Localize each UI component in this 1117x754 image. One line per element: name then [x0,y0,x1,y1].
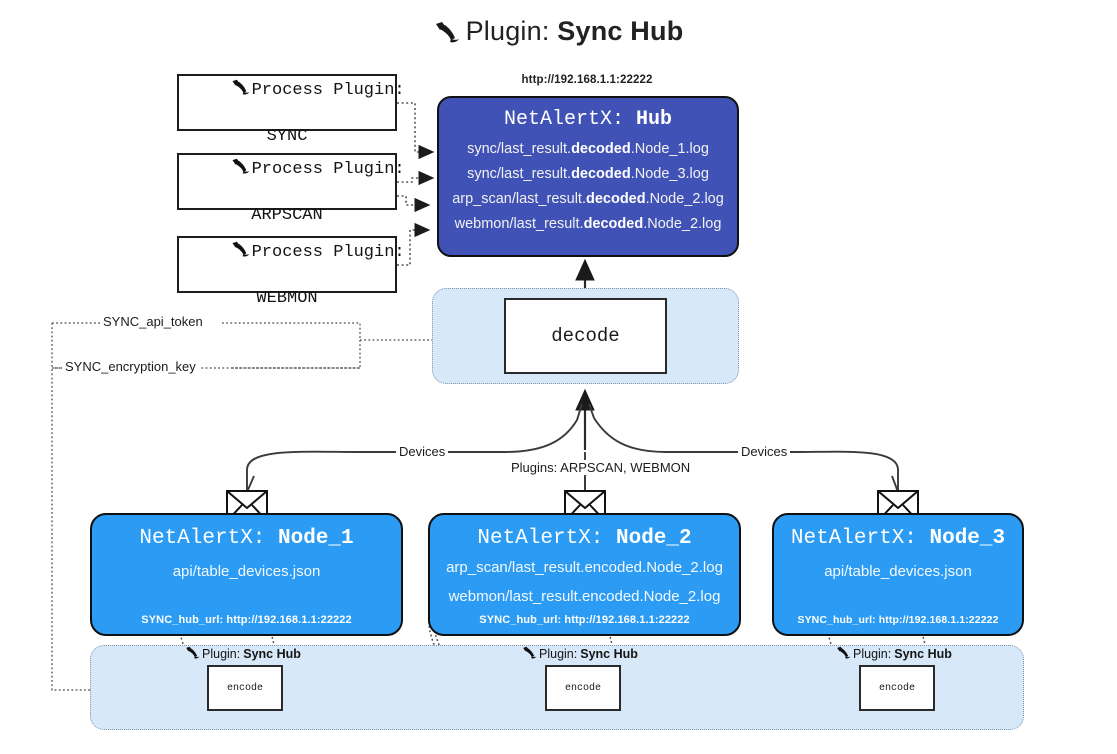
plug-icon [185,646,200,662]
encode-box-1[interactable]: encode [207,665,283,711]
process-plugin-line1: Process Plugin: [169,56,405,127]
decode-box[interactable]: decode [504,298,667,374]
process-plugin-title: Process Plugin: [251,159,405,179]
plug-icon [169,135,249,206]
hub-title: NetAlertX: Hub [504,108,672,131]
process-plugin-name: SYNC [266,127,308,147]
hub-log-line: sync/last_result.decoded.Node_1.log [467,141,709,157]
node-title: NetAlertX: Node_1 [139,527,354,550]
process-plugin-box-arpscan[interactable]: Process Plugin: ARPSCAN [177,153,405,225]
process-plugin-name: WEBMON [256,289,318,309]
plug-icon [836,646,851,662]
node-log-line: api/table_devices.json [824,563,972,580]
encode-label: encode [226,682,263,694]
plug-icon [169,218,249,289]
secret-label-encryption-key: SYNC_encryption_key [62,359,199,374]
process-plugin-box-webmon[interactable]: Process Plugin: WEBMON [177,236,405,308]
hub-title-prefix: NetAlertX: [503,108,636,131]
edge-label-devices-right: Devices [738,444,791,459]
node-log-line: api/table_devices.json [172,563,321,580]
page-title: Plugin: Sync Hub [0,16,1117,50]
node-title: NetAlertX: Node_3 [790,527,1006,550]
edge-label-plugins-center: Plugins: ARPSCAN, WEBMON [508,460,694,475]
process-plugin-line1: Process Plugin: [169,135,405,206]
edge-label-devices-left: Devices [396,444,449,459]
plug-icon [434,19,460,50]
process-plugin-name: ARPSCAN [251,206,323,226]
node-card-node-2[interactable]: NetAlertX: Node_2 arp_scan/last_result.e… [428,513,741,636]
node-card-node-1[interactable]: NetAlertX: Node_1 api/table_devices.json… [90,513,403,636]
secret-label-api-token: SYNC_api_token [100,314,206,329]
plug-icon [522,646,537,662]
process-plugin-box-sync[interactable]: Process Plugin: SYNC [177,74,405,146]
hub-card[interactable]: NetAlertX: Hub sync/last_result.decoded.… [437,96,739,257]
decode-label: decode [551,325,620,347]
hub-log-line: webmon/last_result.decoded.Node_2.log [454,215,722,232]
hub-log-line: arp_scan/last_result.decoded.Node_2.log [452,190,724,207]
node-hub-url: SYNC_hub_url: http://192.168.1.1:22222 [141,614,352,626]
encoder-plugin-label-1: Plugin: Sync Hub [185,646,301,662]
encode-box-2[interactable]: encode [545,665,621,711]
encoder-plugin-label-3: Plugin: Sync Hub [836,646,952,662]
process-plugin-title: Process Plugin: [251,242,405,262]
node-title: NetAlertX: Node_2 [477,527,692,550]
page-title-prefix: Plugin: [465,16,558,46]
hub-log-line: sync/last_result.decoded.Node_3.log [467,165,709,182]
encode-label: encode [878,682,915,694]
encoder-plugin-label-2: Plugin: Sync Hub [522,646,638,662]
node-log-line: arp_scan/last_result.encoded.Node_2.log [446,559,723,576]
node-hub-url: SYNC_hub_url: http://192.168.1.1:22222 [479,614,690,626]
hub-title-name: Hub [636,108,673,131]
node-card-node-3[interactable]: NetAlertX: Node_3 api/table_devices.json… [772,513,1024,636]
encode-box-3[interactable]: encode [859,665,935,711]
node-hub-url: SYNC_hub_url: http://192.168.1.1:22222 [797,614,999,626]
encode-label: encode [564,682,601,694]
node-aggregation-lines [246,403,899,492]
node-log-line: webmon/last_result.encoded.Node_2.log [448,588,721,606]
hub-url-label: http://192.168.1.1:22222 [521,74,653,86]
process-plugin-line1: Process Plugin: [169,218,405,289]
plug-icon [169,56,249,127]
page-title-name: Sync Hub [557,16,684,46]
process-plugin-title: Process Plugin: [251,80,405,100]
